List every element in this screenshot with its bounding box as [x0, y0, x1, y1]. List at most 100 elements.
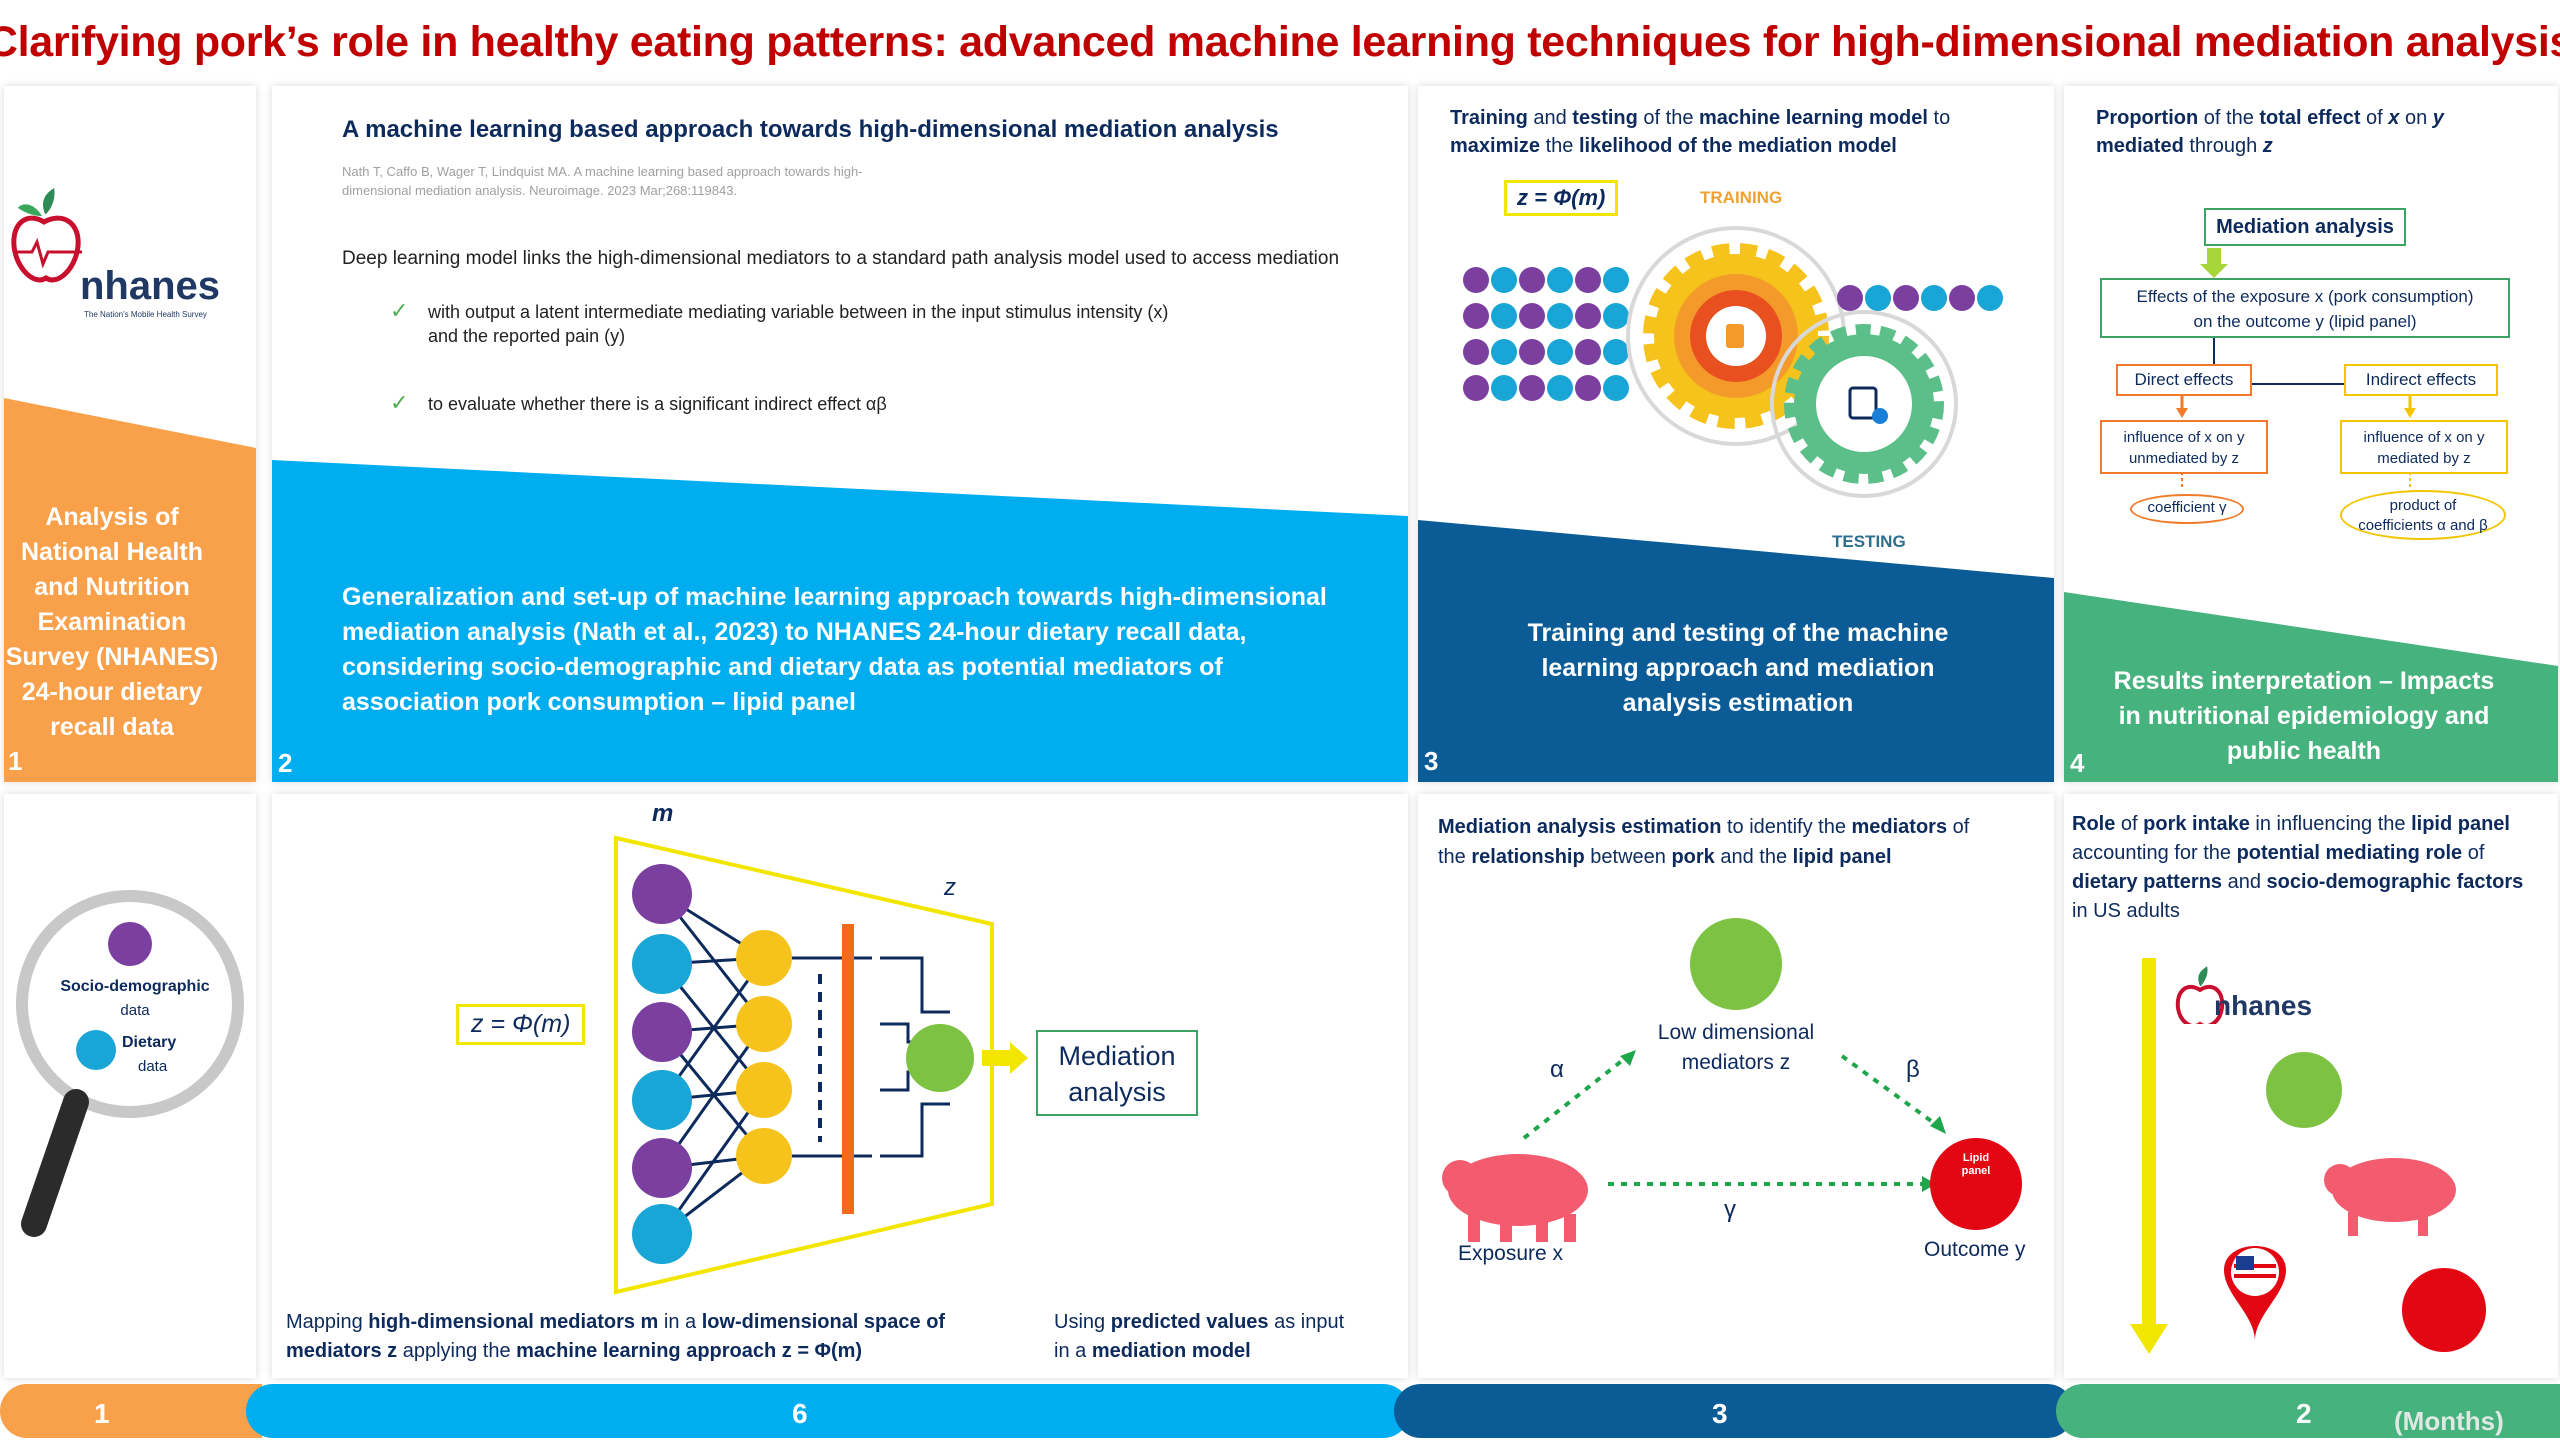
panel-3-top: Training and testing of the machine lear…: [1418, 86, 2054, 782]
cap-text: applying the: [397, 1340, 517, 1362]
panel-3-band-text: Training and testing of the machine lear…: [1478, 616, 1998, 721]
panel-4-heading: Proportion of the total effect of x on y…: [2096, 104, 2444, 160]
panel-2-band-text: Generalization and set-up of machine lea…: [342, 580, 1392, 720]
cap-bold: machine learning approach z = Φ(m): [516, 1340, 863, 1362]
timeline-segment-4: [2056, 1384, 2560, 1438]
h-bold: machine learning model: [1699, 107, 1928, 129]
h-text: of the: [1637, 107, 1699, 129]
panel-4-band-shape: [2064, 592, 2558, 782]
h-text: of: [1947, 816, 1970, 838]
bullet-2: to evaluate whether there is a significa…: [428, 394, 887, 414]
panel-2-top: A machine learning based approach toward…: [272, 86, 1408, 782]
box-line: unmediated by z: [2128, 450, 2240, 467]
apple-logo-icon: [2175, 966, 2225, 1024]
panel-2-bottom: m z z = Φ(m) Mediation analysis Mapping …: [272, 794, 1408, 1378]
band-line: learning approach and mediation: [1541, 654, 1935, 682]
formula-box: z = Φ(m): [456, 1004, 586, 1045]
cap-text: as input: [1268, 1311, 1345, 1333]
gears-illustration: [1463, 226, 2003, 498]
label-line: mediators z: [1681, 1051, 1791, 1074]
cap-bold: mediators z: [286, 1340, 398, 1362]
timeline-unit: (Months): [2394, 1406, 2504, 1436]
h-var: y: [2432, 107, 2444, 129]
panel-1-band-text: Analysis of National Health and Nutritio…: [4, 500, 220, 745]
ellipse-line: coefficients α and β: [2358, 517, 2488, 534]
box-line: Mediation: [1058, 1041, 1176, 1071]
network-diagram: [614, 835, 1028, 1295]
h-bold: testing: [1572, 107, 1638, 129]
lipid-line: panel: [1961, 1165, 1991, 1177]
panel-2-intro: Deep learning model links the high-dimen…: [342, 248, 1340, 269]
band-line: National Health: [21, 538, 203, 566]
effects-line: on the outcome y (lipid panel): [2193, 312, 2417, 331]
timeline-segment-3: [1394, 1384, 2074, 1438]
band-line: Generalization and set-up of machine lea…: [342, 583, 1327, 611]
socio-demographic-label-b: data: [120, 1002, 150, 1019]
mediators-icon: [1690, 918, 1782, 1010]
h-bold: relationship: [1471, 846, 1585, 868]
hidden-node-icons: [736, 930, 792, 1184]
box-line: influence of x on y: [2363, 429, 2485, 446]
citation: Nath T, Caffo B, Wager T, Lindquist MA. …: [342, 162, 863, 200]
h-bold: pork intake: [2143, 813, 2250, 835]
gamma-label: γ: [1724, 1196, 1736, 1223]
panel-3-number: 3: [1424, 746, 1439, 776]
panel-4-number: 4: [2070, 748, 2085, 778]
band-line: considering socio-demographic and dietar…: [342, 653, 1223, 681]
training-label: TRAINING: [1700, 188, 1783, 207]
h-text: of: [2115, 813, 2144, 835]
bullet-line: and the reported pain (y): [428, 326, 626, 346]
output-icon-row: [1837, 285, 2003, 311]
h-bold: socio-demographic factors: [2266, 871, 2524, 893]
h-text: on: [2399, 107, 2433, 129]
band-line: Survey (NHANES): [5, 643, 219, 671]
band-line: Training and testing of the machine: [1527, 619, 1949, 647]
input-node-icons: [632, 864, 692, 1264]
mediation-triangle: [1442, 918, 2022, 1242]
direct-effects-box: Direct effects: [2116, 364, 2252, 396]
band-line: Examination: [37, 608, 187, 636]
usa-location-pin-icon: [2224, 1246, 2286, 1340]
panel-1-band-shape: [4, 398, 256, 782]
apple-logo-icon: [11, 188, 82, 283]
panel-2-number: 2: [278, 748, 293, 778]
cap-bold: high-dimensional mediators m: [368, 1311, 659, 1333]
low-dimensional-label: Low dimensional mediators z: [1618, 1018, 1854, 1078]
caption-right: Using predicted values as input in a med…: [1054, 1308, 1344, 1366]
cap-bold: low-dimensional space of: [701, 1311, 946, 1333]
h-text: and: [2222, 871, 2267, 893]
panel-4-band-text: Results interpretation – Impacts in nutr…: [2084, 664, 2524, 769]
label-line: Low dimensional: [1657, 1021, 1815, 1044]
h-text: between: [1584, 846, 1672, 868]
formula-box: z = Φ(m): [1504, 180, 1619, 216]
h-bold: pork: [1671, 846, 1715, 868]
timeline-months-2: 6: [792, 1398, 808, 1429]
panel-4-top: Proportion of the total effect of x on y…: [2064, 86, 2558, 782]
h-bold: mediators: [1851, 816, 1948, 838]
exposure-label: Exposure x: [1458, 1242, 1564, 1265]
panel-2-band-shape: [272, 460, 1408, 782]
output-node-icon: [906, 1024, 974, 1092]
check-icon: ✓: [390, 390, 409, 415]
timeline-segment-2: [246, 1384, 1410, 1438]
band-line: analysis estimation: [1622, 689, 1854, 717]
h-text: to identify the: [1721, 816, 1852, 838]
h-text: accounting for the: [2072, 842, 2237, 864]
h-bold: mediated: [2096, 135, 2184, 157]
h-var: z: [2262, 135, 2273, 157]
nhanes-logo-sub: The Nation's Mobile Health Survey: [84, 310, 207, 319]
mediators-icon: [2266, 1052, 2342, 1128]
timeline-months-3: 3: [1712, 1398, 1728, 1429]
z-label: z: [944, 874, 956, 901]
h-text: the: [1540, 135, 1579, 157]
timeline-arrow: [2142, 958, 2156, 1328]
panel-3-bottom: Mediation analysis estimation to identif…: [1418, 794, 2054, 1378]
panel-3-bottom-heading: Mediation analysis estimation to identif…: [1438, 812, 1969, 872]
effects-box: Effects of the exposure x (pork consumpt…: [2100, 278, 2510, 338]
lipid-panel-icon: [1930, 1138, 2022, 1230]
lipid-panel-icon: [2402, 1268, 2486, 1352]
coefficient-gamma-ellipse: coefficient γ: [2130, 494, 2244, 524]
dietary-label-b: data: [138, 1058, 168, 1075]
box-line: influence of x on y: [2123, 429, 2245, 446]
pig-icon: [2324, 1158, 2456, 1236]
